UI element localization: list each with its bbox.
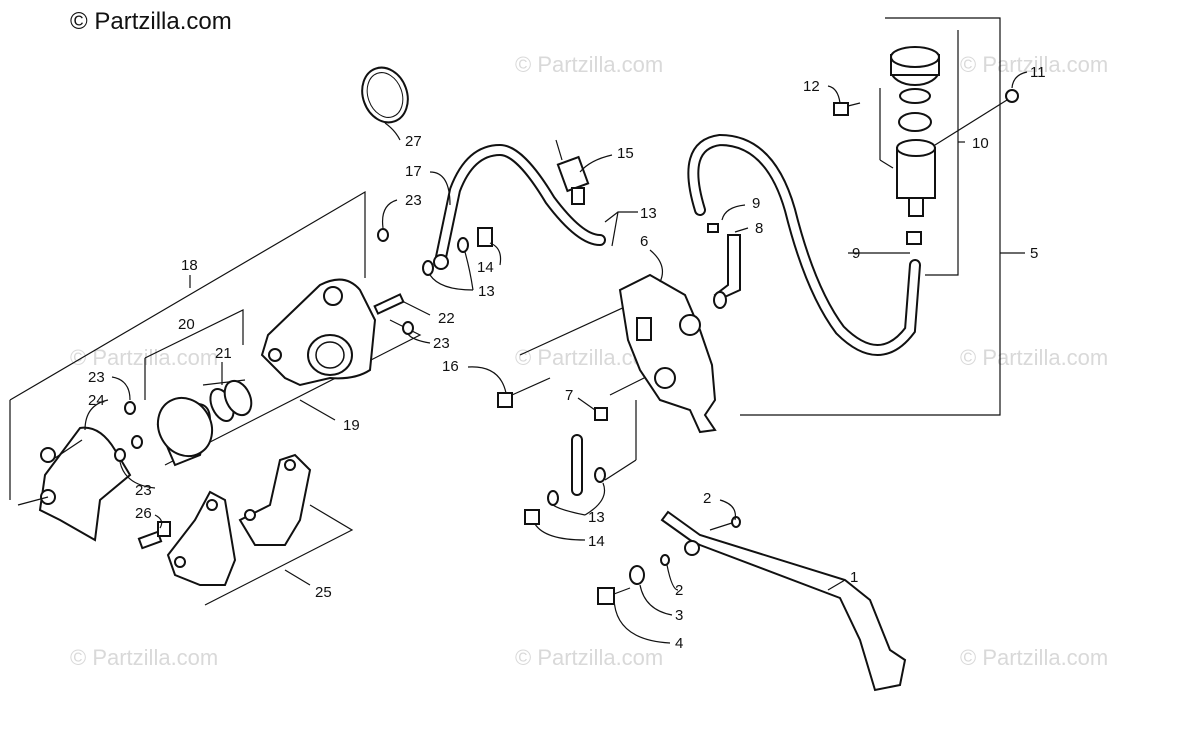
washer-part-3	[629, 565, 645, 585]
bleeder-part-22	[373, 293, 405, 315]
watermark: © Partzilla.com	[70, 645, 218, 670]
watermark: © Partzilla.com	[960, 645, 1108, 670]
callout-18: 18	[181, 257, 198, 274]
callout-16: 16	[442, 358, 459, 375]
callout-5: 5	[1030, 245, 1038, 262]
callout-13: 13	[640, 205, 657, 222]
bolt-part-16	[497, 377, 551, 408]
callout-23: 23	[405, 192, 422, 209]
snap-ring-part-27	[361, 66, 409, 141]
banjo-bolts-part-14	[422, 227, 606, 525]
callout-17: 17	[405, 163, 422, 180]
piston-part-20	[156, 396, 214, 467]
bolt-part-26	[137, 521, 171, 550]
reservoir-hose-part-9	[687, 133, 922, 356]
callout-23: 23	[433, 335, 450, 352]
watermark: © Partzilla.com	[960, 345, 1108, 370]
watermark: © Partzilla.com	[515, 645, 663, 670]
callout-4: 4	[675, 635, 683, 652]
callout-9: 9	[752, 195, 760, 212]
brake-pedal-part-1	[660, 510, 907, 692]
callout-26: 26	[135, 505, 152, 522]
callout-13: 13	[478, 283, 495, 300]
callout-19: 19	[343, 417, 360, 434]
watermark: © Partzilla.com	[70, 345, 218, 370]
callout-7: 7	[565, 387, 573, 404]
callout-14: 14	[588, 533, 605, 550]
reservoir-part-10	[890, 46, 940, 217]
callout-20: 20	[178, 316, 195, 333]
callout-14: 14	[477, 259, 494, 276]
callout-2: 2	[675, 582, 683, 599]
callout-10: 10	[972, 135, 989, 152]
master-cylinder-part-6	[618, 273, 717, 434]
callouts: 1 2 2 3 4 5 6 7 8 9 9 10 11 12	[84, 64, 1046, 652]
callout-9: 9	[852, 245, 860, 262]
watermark: © Partzilla.com	[960, 52, 1108, 77]
callout-23: 23	[135, 482, 152, 499]
callout-21: 21	[215, 345, 232, 362]
o-rings-part-23	[114, 228, 414, 462]
callout-27: 27	[405, 133, 422, 150]
callout-13: 13	[588, 509, 605, 526]
callout-2: 2	[703, 490, 711, 507]
brake-pads-part-25	[166, 453, 312, 586]
callout-11: 11	[1030, 64, 1046, 81]
callout-23: 23	[88, 369, 105, 386]
caliper-part-19	[260, 278, 377, 387]
nut-part-11	[1005, 89, 1019, 103]
bolt-part-7	[594, 407, 608, 421]
callout-8: 8	[755, 220, 763, 237]
watermark: © Partzilla.com	[515, 52, 663, 77]
bolt-part-12	[833, 102, 861, 116]
callout-24: 24	[88, 392, 105, 409]
seals-part-21	[209, 379, 253, 422]
fitting-part-8	[713, 234, 741, 309]
brake-switch-part-15	[555, 139, 590, 205]
callout-1: 1	[850, 569, 858, 586]
bracket-lines	[9, 17, 1025, 606]
callout-6: 6	[640, 233, 648, 250]
caliper-bracket-part-24	[17, 426, 132, 542]
callout-15: 15	[617, 145, 634, 162]
callout-12: 12	[803, 78, 820, 95]
callout-25: 25	[315, 584, 332, 601]
brake-hose-part-17	[433, 143, 606, 270]
callout-22: 22	[438, 310, 455, 327]
callout-3: 3	[675, 607, 683, 624]
copyright-text: © Partzilla.com	[70, 8, 232, 35]
washer-part-2	[660, 554, 670, 566]
bolt-part-4	[597, 587, 631, 605]
